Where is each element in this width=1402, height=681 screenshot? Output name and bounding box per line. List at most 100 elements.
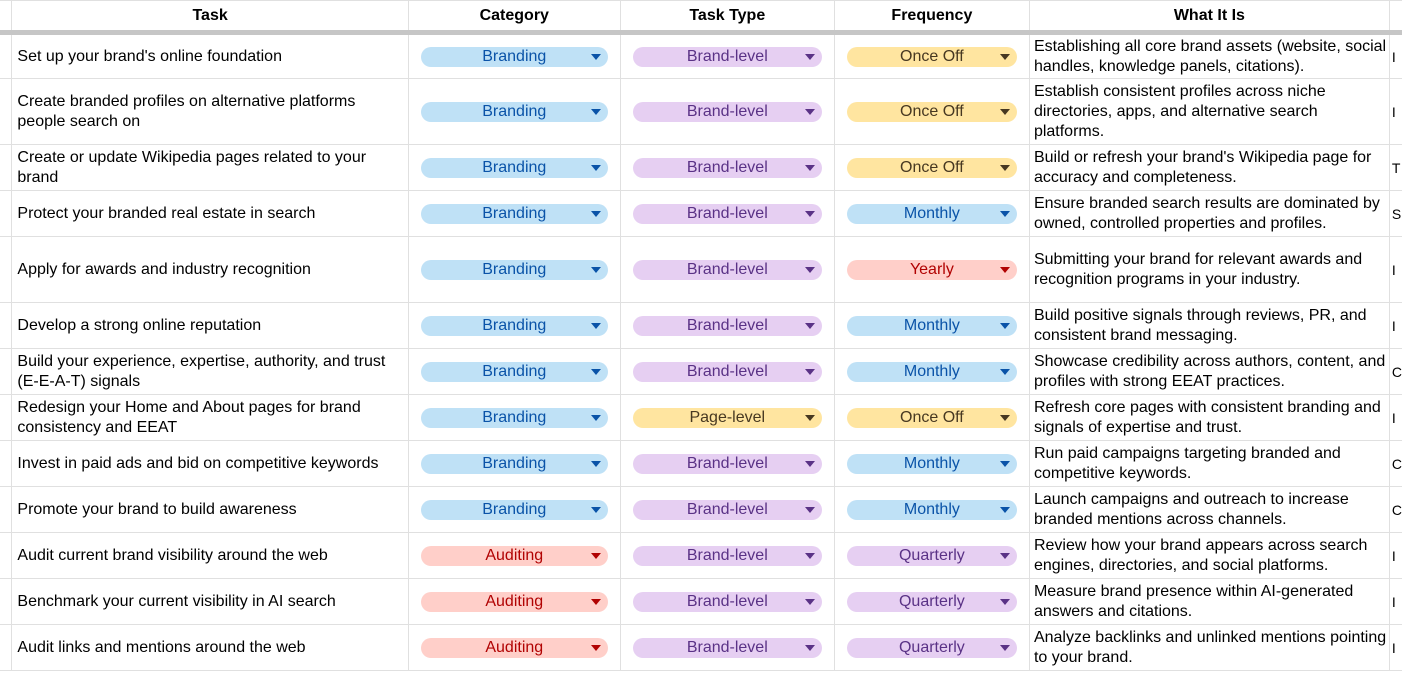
task-type-cell[interactable]: Brand-level — [619, 32, 835, 79]
frequency-dropdown-chip[interactable]: Monthly — [846, 203, 1017, 224]
task-type-cell[interactable]: Brand-level — [619, 440, 835, 487]
next-column-cell[interactable]: C — [1388, 348, 1402, 395]
dropdown-arrow-icon[interactable] — [999, 368, 1010, 375]
frequency-dropdown-chip[interactable]: Quarterly — [846, 591, 1017, 612]
task-type-cell[interactable]: Page-level — [619, 394, 835, 441]
what-it-is-cell[interactable]: Review how your brand appears across sea… — [1028, 532, 1390, 579]
category-cell[interactable]: Branding — [407, 144, 621, 191]
frequency-dropdown-chip[interactable]: Quarterly — [846, 545, 1017, 566]
task-cell[interactable]: Audit links and mentions around the web — [11, 624, 409, 671]
dropdown-arrow-icon[interactable] — [804, 322, 815, 329]
dropdown-arrow-icon[interactable] — [804, 460, 815, 467]
frequency-cell[interactable]: Monthly — [833, 440, 1030, 487]
what-it-is-cell[interactable]: Establishing all core brand assets (webs… — [1028, 32, 1390, 79]
task-cell[interactable]: Promote your brand to build awareness — [11, 486, 409, 533]
task-type-cell[interactable]: Brand-level — [619, 578, 835, 625]
frequency-cell[interactable]: Once Off — [833, 394, 1030, 441]
task-type-dropdown-chip[interactable]: Brand-level — [632, 101, 822, 122]
header-category[interactable]: Category — [407, 0, 621, 35]
next-column-cell[interactable]: I — [1388, 578, 1402, 625]
task-type-cell[interactable]: Brand-level — [619, 532, 835, 579]
row-header[interactable] — [0, 624, 13, 671]
row-header[interactable] — [0, 190, 13, 237]
task-type-dropdown-chip[interactable]: Brand-level — [632, 46, 822, 67]
category-cell[interactable]: Branding — [407, 302, 621, 349]
what-it-is-cell[interactable]: Refresh core pages with consistent brand… — [1028, 394, 1390, 441]
frequency-dropdown-chip[interactable]: Monthly — [846, 499, 1017, 520]
frequency-dropdown-chip[interactable]: Once Off — [846, 407, 1017, 428]
category-dropdown-chip[interactable]: Auditing — [420, 591, 608, 612]
frequency-dropdown-chip[interactable]: Monthly — [846, 315, 1017, 336]
category-cell[interactable]: Branding — [407, 394, 621, 441]
task-cell[interactable]: Apply for awards and industry recognitio… — [11, 236, 409, 303]
dropdown-arrow-icon[interactable] — [804, 53, 815, 60]
row-header[interactable] — [0, 486, 13, 533]
task-cell[interactable]: Protect your branded real estate in sear… — [11, 190, 409, 237]
category-cell[interactable]: Branding — [407, 440, 621, 487]
dropdown-arrow-icon[interactable] — [590, 266, 601, 273]
task-type-dropdown-chip[interactable]: Brand-level — [632, 637, 822, 658]
dropdown-arrow-icon[interactable] — [804, 164, 815, 171]
category-dropdown-chip[interactable]: Auditing — [420, 637, 608, 658]
task-type-dropdown-chip[interactable]: Brand-level — [632, 203, 822, 224]
frequency-cell[interactable]: Quarterly — [833, 532, 1030, 579]
dropdown-arrow-icon[interactable] — [999, 266, 1010, 273]
next-column-cell[interactable]: S — [1388, 190, 1402, 237]
next-column-cell[interactable]: I — [1388, 394, 1402, 441]
dropdown-arrow-icon[interactable] — [590, 108, 601, 115]
task-cell[interactable]: Develop a strong online reputation — [11, 302, 409, 349]
task-cell[interactable]: Create branded profiles on alternative p… — [11, 78, 409, 145]
frequency-cell[interactable]: Monthly — [833, 302, 1030, 349]
row-header[interactable] — [0, 440, 13, 487]
next-column-cell[interactable]: I — [1388, 302, 1402, 349]
dropdown-arrow-icon[interactable] — [590, 368, 601, 375]
dropdown-arrow-icon[interactable] — [999, 414, 1010, 421]
what-it-is-cell[interactable]: Measure brand presence within AI-generat… — [1028, 578, 1390, 625]
dropdown-arrow-icon[interactable] — [999, 164, 1010, 171]
header-what-it-is[interactable]: What It Is — [1028, 0, 1390, 35]
header-frequency[interactable]: Frequency — [833, 0, 1030, 35]
dropdown-arrow-icon[interactable] — [999, 210, 1010, 217]
category-cell[interactable]: Auditing — [407, 532, 621, 579]
dropdown-arrow-icon[interactable] — [590, 210, 601, 217]
task-type-dropdown-chip[interactable]: Brand-level — [632, 259, 822, 280]
category-cell[interactable]: Branding — [407, 32, 621, 79]
task-type-cell[interactable]: Brand-level — [619, 486, 835, 533]
category-dropdown-chip[interactable]: Branding — [420, 315, 608, 336]
frequency-dropdown-chip[interactable]: Once Off — [846, 157, 1017, 178]
next-column-cell[interactable]: I — [1388, 624, 1402, 671]
what-it-is-cell[interactable]: Build or refresh your brand's Wikipedia … — [1028, 144, 1390, 191]
header-task-type[interactable]: Task Type — [619, 0, 835, 35]
task-type-dropdown-chip[interactable]: Brand-level — [632, 499, 822, 520]
category-dropdown-chip[interactable]: Branding — [420, 46, 608, 67]
frequency-dropdown-chip[interactable]: Quarterly — [846, 637, 1017, 658]
dropdown-arrow-icon[interactable] — [804, 644, 815, 651]
header-task[interactable]: Task — [11, 0, 409, 35]
dropdown-arrow-icon[interactable] — [804, 266, 815, 273]
frequency-dropdown-chip[interactable]: Once Off — [846, 46, 1017, 67]
category-cell[interactable]: Auditing — [407, 578, 621, 625]
what-it-is-cell[interactable]: Analyze backlinks and unlinked mentions … — [1028, 624, 1390, 671]
task-cell[interactable]: Set up your brand's online foundation — [11, 32, 409, 79]
task-cell[interactable]: Benchmark your current visibility in AI … — [11, 578, 409, 625]
frequency-dropdown-chip[interactable]: Monthly — [846, 361, 1017, 382]
category-dropdown-chip[interactable]: Branding — [420, 157, 608, 178]
row-header[interactable] — [0, 394, 13, 441]
dropdown-arrow-icon[interactable] — [804, 552, 815, 559]
dropdown-arrow-icon[interactable] — [590, 53, 601, 60]
task-type-cell[interactable]: Brand-level — [619, 78, 835, 145]
category-dropdown-chip[interactable]: Branding — [420, 203, 608, 224]
dropdown-arrow-icon[interactable] — [804, 368, 815, 375]
dropdown-arrow-icon[interactable] — [590, 460, 601, 467]
frequency-cell[interactable]: Monthly — [833, 190, 1030, 237]
frequency-cell[interactable]: Monthly — [833, 486, 1030, 533]
row-header[interactable] — [0, 302, 13, 349]
dropdown-arrow-icon[interactable] — [999, 644, 1010, 651]
what-it-is-cell[interactable]: Run paid campaigns targeting branded and… — [1028, 440, 1390, 487]
task-type-cell[interactable]: Brand-level — [619, 348, 835, 395]
dropdown-arrow-icon[interactable] — [590, 644, 601, 651]
next-column-cell[interactable]: I — [1388, 236, 1402, 303]
dropdown-arrow-icon[interactable] — [999, 322, 1010, 329]
row-header[interactable] — [0, 78, 13, 145]
frequency-cell[interactable]: Once Off — [833, 78, 1030, 145]
